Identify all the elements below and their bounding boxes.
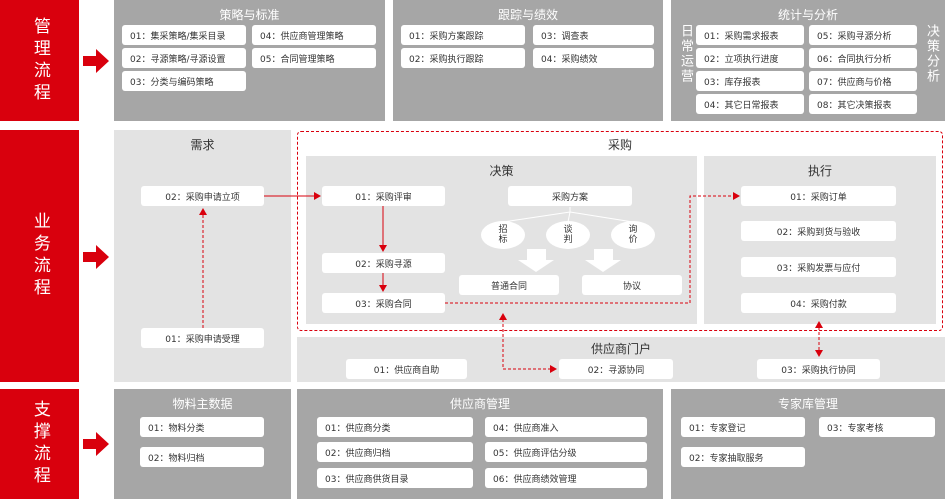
management-process-label: 管理流程 <box>0 0 79 121</box>
tracking-item[interactable]: 03：调查表 <box>533 25 654 45</box>
procurement-review-box[interactable]: 01：采购评审 <box>322 186 445 206</box>
supplier-management-title: 供应商管理 <box>449 397 510 411</box>
supplier-portal-title: 供应商门户 <box>590 342 651 356</box>
stats-item[interactable]: 08：其它决策报表 <box>809 94 917 114</box>
supplier-management-item[interactable]: 02：供应商归档 <box>317 442 473 462</box>
negotiation-oval[interactable]: 谈判 <box>546 221 590 249</box>
stats-panel: 统计与分析 日常运营 01：采购需求报表 02：立项执行进度 03：库存报表 0… <box>671 0 945 121</box>
supplier-management-item[interactable]: 04：供应商准入 <box>485 417 647 437</box>
material-item[interactable]: 01：物料分类 <box>140 417 264 437</box>
procurement-contract-box[interactable]: 03：采购合同 <box>322 293 445 313</box>
arrow-right-icon <box>83 432 109 456</box>
demand-panel: 需求 02：采购申请立项 01：采购申请受理 <box>114 130 291 382</box>
execution-collaboration-box[interactable]: 03：采购执行协同 <box>757 359 880 379</box>
strategy-item[interactable]: 04：供应商管理策略 <box>252 25 376 45</box>
supplier-portal-panel: 供应商门户 01：供应商自助 02：寻源协同 03：采购执行协同 <box>297 337 945 382</box>
expert-title: 专家库管理 <box>777 397 838 411</box>
tracking-item[interactable]: 01：采购方案跟踪 <box>401 25 525 45</box>
procurement-plan-box[interactable]: 采购方案 <box>508 186 632 206</box>
execution-title: 执行 <box>807 164 832 178</box>
procurement-frame: 采购 <box>297 131 943 331</box>
agreement-box[interactable]: 协议 <box>582 275 682 295</box>
expert-item[interactable]: 01：专家登记 <box>681 417 805 437</box>
demand-title: 需求 <box>190 138 215 152</box>
stats-title: 统计与分析 <box>777 8 838 22</box>
procurement-title: 采购 <box>607 138 632 152</box>
stats-item[interactable]: 05：采购寻源分析 <box>809 25 917 45</box>
purchase-order-box[interactable]: 01：采购订单 <box>741 186 896 206</box>
strategy-item[interactable]: 05：合同管理策略 <box>252 48 376 68</box>
normal-contract-box[interactable]: 普通合同 <box>459 275 559 295</box>
supplier-self-service-box[interactable]: 01：供应商自助 <box>346 359 467 379</box>
stats-item[interactable]: 02：立项执行进度 <box>696 48 804 68</box>
tracking-panel: 跟踪与绩效 01：采购方案跟踪 02：采购执行跟踪 03：调查表 04：采购绩效 <box>393 0 663 121</box>
tender-oval[interactable]: 招标 <box>481 221 525 249</box>
stats-item[interactable]: 07：供应商与价格 <box>809 71 917 91</box>
expert-item[interactable]: 03：专家考核 <box>819 417 935 437</box>
strategy-item[interactable]: 01：集采策略/集采目录 <box>122 25 246 45</box>
strategy-panel: 策略与标准 01：集采策略/集采目录 02：寻源策略/寻源设置 03：分类与编码… <box>114 0 385 121</box>
tracking-title: 跟踪与绩效 <box>497 8 558 22</box>
arrival-acceptance-box[interactable]: 02：采购到货与验收 <box>741 221 896 241</box>
supplier-management-item[interactable]: 01：供应商分类 <box>317 417 473 437</box>
management-process-text: 管理流程 <box>29 16 50 105</box>
strategy-item[interactable]: 02：寻源策略/寻源设置 <box>122 48 246 68</box>
stats-item[interactable]: 01：采购需求报表 <box>696 25 804 45</box>
tracking-item[interactable]: 04：采购绩效 <box>533 48 654 68</box>
supplier-management-item[interactable]: 03：供应商供货目录 <box>317 468 473 488</box>
stats-item[interactable]: 03：库存报表 <box>696 71 804 91</box>
arrow-right-icon <box>83 245 109 269</box>
purchase-request-acceptance-box[interactable]: 01：采购申请受理 <box>141 328 264 348</box>
inquiry-oval[interactable]: 询价 <box>611 221 655 249</box>
stats-item[interactable]: 06：合同执行分析 <box>809 48 917 68</box>
strategy-title: 策略与标准 <box>219 8 280 22</box>
material-item[interactable]: 02：物料归档 <box>140 447 264 467</box>
strategy-item[interactable]: 03：分类与编码策略 <box>122 71 246 91</box>
expert-item[interactable]: 02：专家抽取服务 <box>681 447 805 467</box>
support-process-label: 支撑流程 <box>0 389 79 499</box>
material-panel: 物料主数据 01：物料分类 02：物料归档 <box>114 389 291 499</box>
procurement-sourcing-box[interactable]: 02：采购寻源 <box>322 253 445 273</box>
decision-panel: 决策 01：采购评审 02：采购寻源 03：采购合同 采购方案 招标 谈判 询价… <box>306 156 697 324</box>
business-process-label: 业务流程 <box>0 130 79 382</box>
arrow-right-icon <box>83 49 109 73</box>
supplier-management-item[interactable]: 06：供应商绩效管理 <box>485 468 647 488</box>
support-process-text: 支撑流程 <box>29 400 50 488</box>
payment-box[interactable]: 04：采购付款 <box>741 293 896 313</box>
purchase-request-project-box[interactable]: 02：采购申请立项 <box>141 186 264 206</box>
decision-title: 决策 <box>489 164 514 178</box>
invoice-payable-box[interactable]: 03：采购发票与应付 <box>741 257 896 277</box>
material-title: 物料主数据 <box>172 397 233 411</box>
sourcing-collaboration-box[interactable]: 02：寻源协同 <box>559 359 673 379</box>
supplier-management-item[interactable]: 05：供应商评估分级 <box>485 442 647 462</box>
decision-analysis-label: 决策分析 <box>924 24 939 84</box>
tracking-item[interactable]: 02：采购执行跟踪 <box>401 48 525 68</box>
execution-panel: 执行 01：采购订单 02：采购到货与验收 03：采购发票与应付 04：采购付款 <box>704 156 936 324</box>
expert-panel: 专家库管理 01：专家登记 02：专家抽取服务 03：专家考核 <box>671 389 945 499</box>
stats-item[interactable]: 04：其它日常报表 <box>696 94 804 114</box>
business-process-text: 业务流程 <box>29 212 50 300</box>
daily-ops-label: 日常运营 <box>678 24 693 84</box>
supplier-management-panel: 供应商管理 01：供应商分类 02：供应商归档 03：供应商供货目录 04：供应… <box>297 389 663 499</box>
